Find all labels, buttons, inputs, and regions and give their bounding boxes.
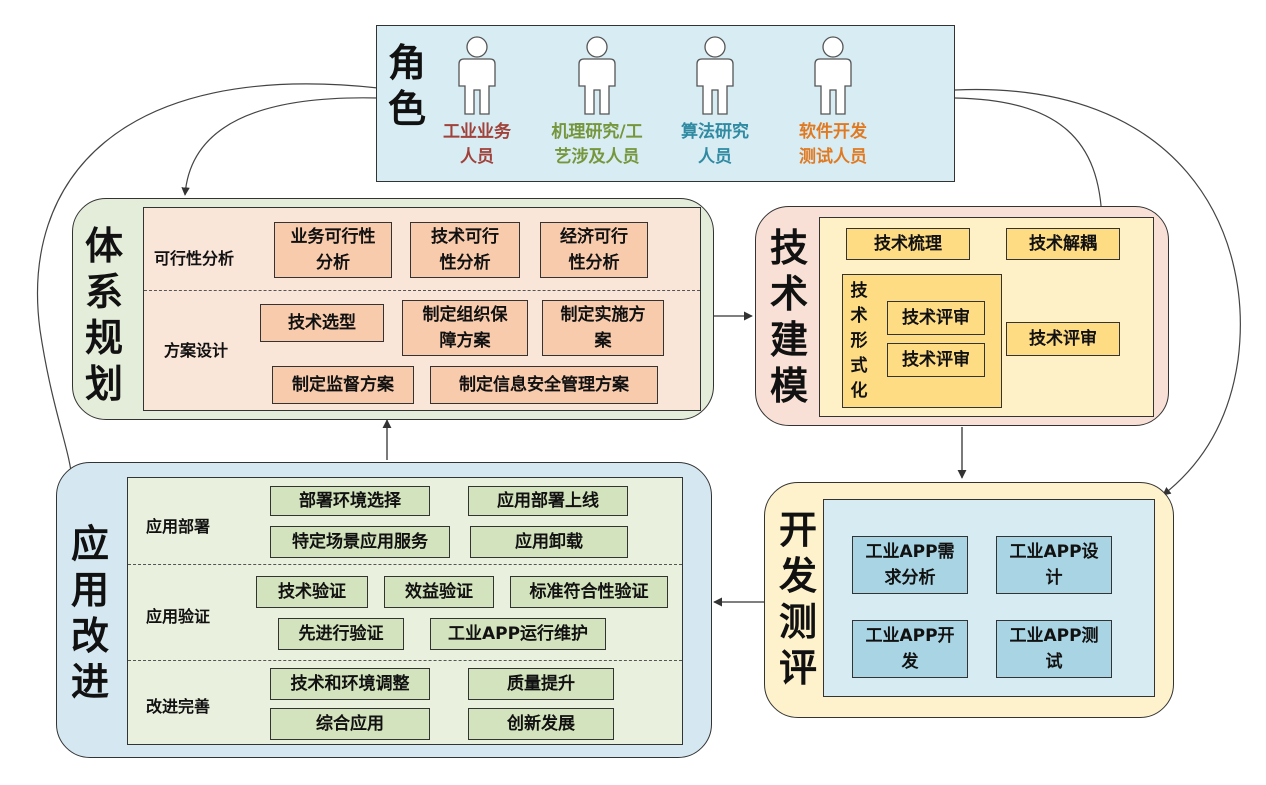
person-icon xyxy=(814,36,852,115)
modeling-inner: 技术梳理 技术解耦 技术形式化 技术评审 技术评审 技术评审 xyxy=(819,217,1154,417)
tech-review-1: 技术评审 xyxy=(887,301,985,335)
app-development: 工业APP开 发 xyxy=(852,620,968,678)
role-label: 工业业务 人员 xyxy=(443,122,511,167)
deploy-scenario-service: 特定场景应用服务 xyxy=(270,526,450,558)
modeling-panel: 技术建模 技术梳理 技术解耦 技术形式化 技术评审 技术评审 技术评审 xyxy=(755,206,1169,426)
scheme-label: 方案设计 xyxy=(164,341,229,360)
role-label: 软件开发 测试人员 xyxy=(799,122,867,167)
verify-label: 应用验证 xyxy=(146,607,211,626)
person-icon xyxy=(458,36,496,115)
scheme-implementation: 制定实施方 案 xyxy=(542,300,664,356)
devtest-title: 开发测评 xyxy=(778,508,817,690)
feasibility-technical: 技术可行 性分析 xyxy=(410,222,520,278)
planning-title: 体系规划 xyxy=(84,224,123,406)
improve-integrated: 综合应用 xyxy=(270,708,430,740)
improve-quality: 质量提升 xyxy=(468,668,614,700)
tech-sorting: 技术梳理 xyxy=(846,228,970,260)
roles-title: 角色 xyxy=(387,41,426,131)
scheme-info-security: 制定信息安全管理方案 xyxy=(430,366,658,404)
role-2: 机理研究/工 艺涉及人员 xyxy=(537,34,657,170)
application-divider-2 xyxy=(128,660,682,661)
role-label: 算法研究 人员 xyxy=(681,122,749,167)
scheme-tech-selection: 技术选型 xyxy=(260,304,384,342)
improve-tech-env: 技术和环境调整 xyxy=(270,668,430,700)
tech-review-2: 技术评审 xyxy=(887,343,985,377)
modeling-title: 技术建模 xyxy=(769,226,808,408)
application-inner: 应用部署 部署环境选择 应用部署上线 特定场景应用服务 应用卸载 应用验证 技术… xyxy=(127,477,683,745)
application-divider-1 xyxy=(128,564,682,565)
improve-innovation: 创新发展 xyxy=(468,708,614,740)
planning-panel: 体系规划 可行性分析 业务可行性 分析 技术可行 性分析 经济可行 性分析 方案… xyxy=(72,198,714,420)
improve-label: 改进完善 xyxy=(146,697,211,716)
deploy-label: 应用部署 xyxy=(146,517,211,536)
verify-standard: 标准符合性验证 xyxy=(510,576,668,608)
tech-formalization-group: 技术形式化 技术评审 技术评审 xyxy=(842,274,1002,408)
tech-review-3: 技术评审 xyxy=(1006,322,1120,356)
role-4: 软件开发 测试人员 xyxy=(773,34,893,170)
app-testing: 工业APP测 试 xyxy=(996,620,1112,678)
person-icon xyxy=(578,36,616,115)
arrow-roles-to-planning xyxy=(181,97,379,196)
role-label: 机理研究/工 艺涉及人员 xyxy=(551,122,643,167)
verify-benefit: 效益验证 xyxy=(384,576,494,608)
scheme-supervision: 制定监督方案 xyxy=(272,366,414,404)
role-3: 算法研究 人员 xyxy=(655,34,775,170)
feasibility-economic: 经济可行 性分析 xyxy=(540,222,648,278)
scheme-org-guarantee: 制定组织保 障方案 xyxy=(402,300,528,356)
deploy-online: 应用部署上线 xyxy=(468,486,628,516)
verify-tech: 技术验证 xyxy=(256,576,368,608)
feasibility-business: 业务可行性 分析 xyxy=(274,222,392,278)
planning-inner: 可行性分析 业务可行性 分析 技术可行 性分析 经济可行 性分析 方案设计 技术… xyxy=(143,207,701,411)
tech-decoupling: 技术解耦 xyxy=(1006,228,1120,260)
arrow-roles-to-devtest xyxy=(954,88,1241,496)
planning-divider xyxy=(144,290,700,291)
deploy-env-select: 部署环境选择 xyxy=(270,486,430,516)
application-title: 应用改进 xyxy=(70,522,109,704)
person-icon xyxy=(696,36,734,115)
app-design: 工业APP设 计 xyxy=(996,536,1112,594)
verify-advanced: 先进行验证 xyxy=(278,618,404,650)
app-run-maintain: 工业APP运行维护 xyxy=(430,618,606,650)
feasibility-label: 可行性分析 xyxy=(154,249,235,268)
roles-panel: 角色 工业业务 人员机理研究/工 艺涉及人员算法研究 人员 软件开发 测试人员 xyxy=(376,25,955,182)
devtest-inner: 工业APP需 求分析 工业APP设 计 工业APP开 发 工业APP测 试 xyxy=(823,499,1155,697)
tech-formalization-label: 技术形式化 xyxy=(850,281,868,401)
arrow-roles-to-modeling xyxy=(954,97,1107,223)
devtest-panel: 开发测评 工业APP需 求分析 工业APP设 计 工业APP开 发 工业APP测… xyxy=(764,482,1174,718)
role-1: 工业业务 人员 xyxy=(417,34,537,170)
arrow-roles-to-application xyxy=(36,83,379,481)
app-requirement-analysis: 工业APP需 求分析 xyxy=(852,536,968,594)
deploy-uninstall: 应用卸载 xyxy=(470,526,628,558)
application-panel: 应用改进 应用部署 部署环境选择 应用部署上线 特定场景应用服务 应用卸载 应用… xyxy=(56,462,712,758)
